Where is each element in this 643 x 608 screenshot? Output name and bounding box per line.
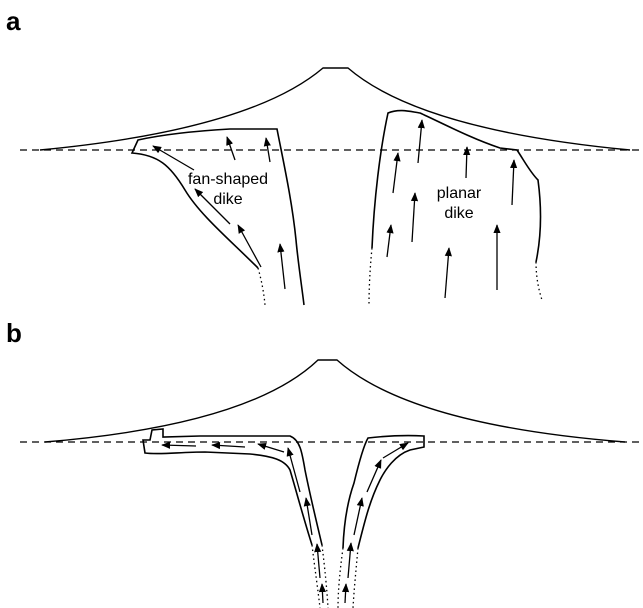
flow-arrow bbox=[212, 445, 245, 447]
flow-arrow bbox=[227, 137, 235, 160]
flow-arrow bbox=[387, 225, 391, 257]
planar-label-line1: planar bbox=[437, 185, 482, 202]
planar-dike-lower-left-edge bbox=[369, 248, 372, 305]
planar-label-line2: dike bbox=[444, 205, 473, 222]
fan-shaped-label-line2: dike bbox=[213, 191, 242, 208]
fan-dike-flow-arrows bbox=[153, 137, 285, 289]
panel-a: fan-shaped dike planar dike bbox=[20, 68, 640, 305]
flow-arrow bbox=[383, 443, 408, 458]
planar-dike-lower-right-edge bbox=[536, 262, 542, 300]
fan-shaped-dike-outline bbox=[132, 129, 304, 305]
flow-arrow bbox=[367, 460, 381, 492]
flow-arrow bbox=[445, 248, 449, 298]
right-dike-flow-arrows bbox=[345, 443, 408, 603]
flow-arrow bbox=[418, 120, 422, 163]
fan-shaped-dike-lower-edge bbox=[258, 268, 265, 305]
flow-arrow bbox=[153, 146, 194, 170]
flow-arrow bbox=[393, 153, 398, 193]
flow-arrow bbox=[345, 584, 346, 603]
flow-arrow bbox=[322, 584, 323, 603]
left-dike-flow-arrows bbox=[162, 444, 323, 603]
panel-b bbox=[20, 360, 640, 608]
flow-arrow bbox=[258, 444, 284, 452]
fan-shaped-label-line1: fan-shaped bbox=[188, 171, 268, 188]
volcano-profile-a bbox=[40, 68, 630, 150]
flow-arrow bbox=[512, 160, 514, 205]
flow-arrow bbox=[412, 193, 415, 242]
flow-arrow bbox=[317, 544, 320, 578]
flow-arrow bbox=[280, 244, 285, 289]
flow-arrow bbox=[466, 147, 467, 178]
flow-arrow bbox=[162, 445, 196, 446]
flow-arrow bbox=[348, 543, 351, 578]
volcano-profile-b bbox=[45, 360, 625, 442]
flow-arrow bbox=[354, 498, 362, 535]
